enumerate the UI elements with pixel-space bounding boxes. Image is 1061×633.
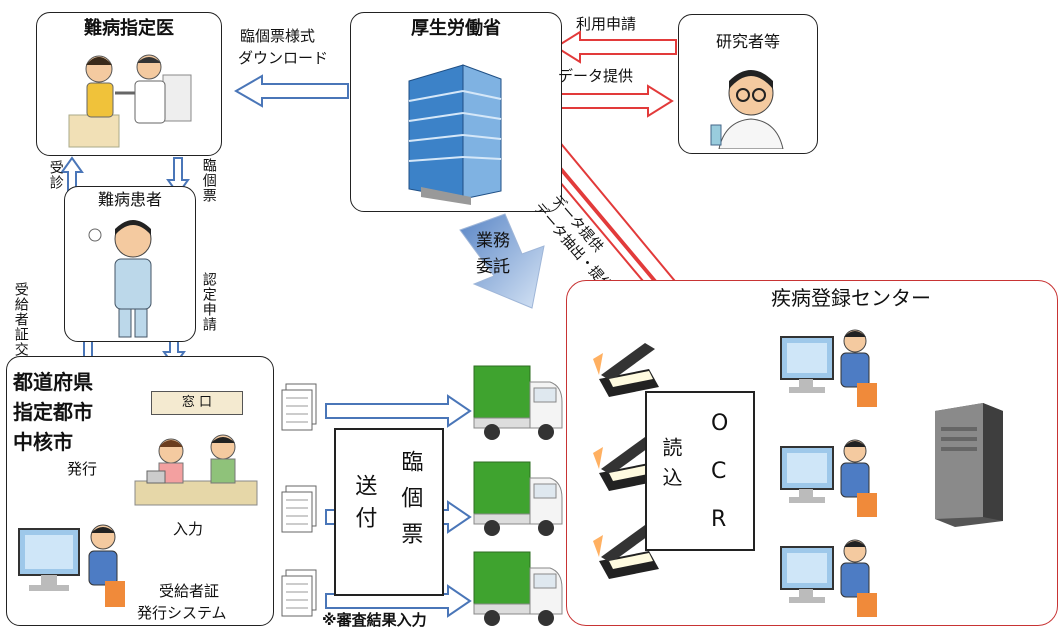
scanner-icon-3 bbox=[593, 525, 659, 579]
scanner-icon-2 bbox=[593, 437, 659, 491]
rinko-big-label: 臨個票 bbox=[397, 450, 423, 558]
prefecture-line-2: 指定都市 bbox=[13, 400, 93, 424]
send-arrow-3 bbox=[325, 584, 472, 618]
business-outsourcing-arrow bbox=[459, 213, 545, 309]
doctor-node: 難病指定医 bbox=[36, 12, 222, 156]
form-icon-3 bbox=[281, 569, 317, 617]
prefecture-node: 都道府県 指定都市 中核市 発行 入力 受給者証 発行システム 窓 口 bbox=[6, 356, 274, 626]
truck-icon-3 bbox=[473, 551, 563, 626]
ocr-letter-r: R bbox=[711, 507, 727, 532]
prefecture-line-1: 都道府県 bbox=[13, 370, 93, 394]
download-label-2: ダウンロード bbox=[238, 49, 329, 67]
usage-request-label: 利用申請 bbox=[576, 15, 637, 33]
operator-icon-3 bbox=[780, 539, 877, 617]
building-icon bbox=[408, 64, 502, 205]
visit-label: 受診 bbox=[47, 160, 64, 190]
system-operator-illustration bbox=[18, 524, 125, 607]
doctor-title: 難病指定医 bbox=[84, 18, 174, 39]
truck-icon-2 bbox=[473, 461, 563, 536]
read-label: 読込 bbox=[659, 437, 683, 497]
counter-illustration bbox=[134, 434, 258, 506]
send-arrow-1 bbox=[325, 394, 472, 428]
center-node: 疾病登録センター 読込 O C R bbox=[566, 280, 1058, 626]
ocr-box: 読込 O C R bbox=[645, 391, 755, 551]
form-icon-2 bbox=[281, 485, 317, 533]
send-label: 送付 bbox=[351, 474, 377, 538]
business-label-left: 業務 bbox=[476, 231, 510, 251]
download-label-1: 臨個票様式 bbox=[240, 27, 316, 45]
researcher-title: 研究者等 bbox=[715, 32, 780, 51]
download-arrow bbox=[233, 74, 349, 108]
form-icon-1 bbox=[281, 383, 317, 431]
issue-label: 発行 bbox=[67, 460, 98, 478]
cert-issue-label-1: 受給者証交付 bbox=[12, 282, 29, 372]
system-label-2: 発行システム bbox=[137, 604, 227, 622]
cert-issue-text: 受給者証交付 bbox=[12, 282, 29, 372]
ocr-letter-o: O bbox=[711, 411, 729, 436]
patient-title: 難病患者 bbox=[97, 190, 162, 209]
scanner-icon-1 bbox=[593, 343, 659, 397]
counter-sign-text: 窓 口 bbox=[181, 395, 213, 410]
data-provide-arrow bbox=[551, 84, 674, 118]
researcher-node: 研究者等 bbox=[678, 14, 818, 154]
mhlw-title: 厚生労働省 bbox=[411, 18, 501, 39]
truck-icon-1 bbox=[473, 365, 563, 440]
doctor-illustration bbox=[68, 54, 192, 148]
server-icon bbox=[935, 403, 1003, 527]
mhlw-node: 厚生労働省 bbox=[350, 12, 562, 212]
input-label: 入力 bbox=[173, 520, 204, 538]
center-title: 疾病登録センター bbox=[771, 286, 931, 310]
cert-request-label: 認定申請 bbox=[200, 272, 217, 332]
rinko-label: 臨個票 bbox=[200, 158, 217, 203]
footnote: ※審査結果入力 bbox=[322, 611, 427, 629]
patient-node: 難病患者 bbox=[64, 186, 196, 342]
business-label-right: 委託 bbox=[476, 257, 510, 277]
operator-icon-1 bbox=[780, 329, 877, 407]
counter-sign: 窓 口 bbox=[151, 391, 243, 415]
prefecture-line-3: 中核市 bbox=[13, 430, 73, 454]
system-label-1: 受給者証 bbox=[159, 582, 220, 600]
send-rinko-box: 送付 臨個票 bbox=[334, 428, 444, 596]
data-provide-label: データ提供 bbox=[558, 67, 634, 85]
researcher-illustration bbox=[710, 70, 784, 149]
operator-icon-2 bbox=[780, 439, 877, 517]
usage-request-arrow bbox=[554, 30, 677, 64]
patient-illustration bbox=[88, 220, 152, 338]
ocr-letter-c: C bbox=[711, 459, 727, 484]
